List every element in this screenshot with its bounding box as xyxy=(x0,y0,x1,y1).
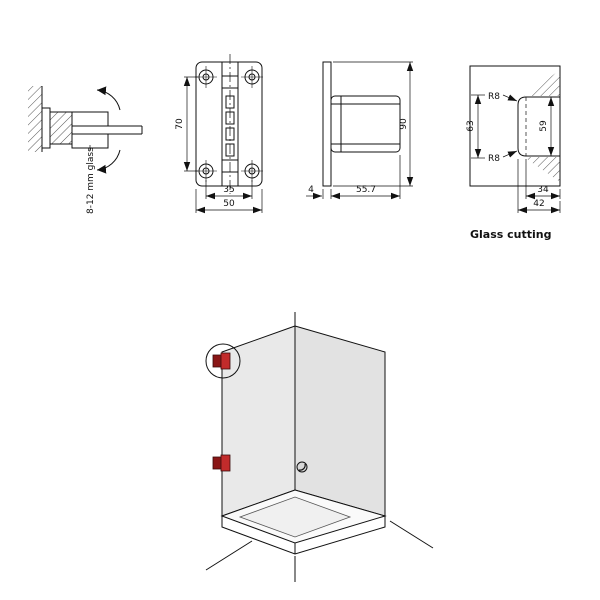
view-shower-isometric xyxy=(205,312,434,582)
screw-hole-top-right xyxy=(241,66,263,88)
dim-height-70: 70 xyxy=(175,76,198,172)
cut-hatch-bottom xyxy=(524,157,560,182)
radius-callout-bottom: R8 xyxy=(488,150,518,164)
swing-arrow-down-icon xyxy=(96,149,121,174)
shower-tray xyxy=(220,489,387,555)
view-hinge-profile: 90 4 55.7 xyxy=(306,61,414,200)
screw-hole-bottom-left xyxy=(195,160,217,182)
view-hinge-front: 70 35 50 xyxy=(175,54,263,214)
glass-pane-edge xyxy=(74,125,143,135)
dim-notch-width-34: 34 xyxy=(525,159,561,200)
view-glass-cutting: R8 R8 63 59 34 42 xyxy=(466,65,561,241)
svg-text:35: 35 xyxy=(223,185,234,195)
glass-cutting-caption: Glass cutting xyxy=(470,228,552,241)
hinge-wall-plate xyxy=(41,107,51,149)
hinge-callout-circle xyxy=(205,343,241,379)
svg-text:R8: R8 xyxy=(488,92,500,102)
view-wall-mount-side: 8-12 mm glass xyxy=(28,86,143,214)
door-knob xyxy=(296,461,308,473)
cut-hatch-top xyxy=(524,70,560,96)
swing-arrow-up-icon xyxy=(96,86,121,111)
hinge-clamp-top xyxy=(71,111,109,127)
floor-lines xyxy=(205,520,434,582)
hinge-body-section xyxy=(49,111,73,145)
svg-text:50: 50 xyxy=(223,199,235,209)
svg-text:42: 42 xyxy=(533,199,544,209)
dim-hole-spacing-35: 35 xyxy=(205,180,253,200)
glass-panel-right xyxy=(294,325,386,517)
svg-text:R8: R8 xyxy=(488,154,500,164)
svg-text:59: 59 xyxy=(539,120,549,132)
hinge-marker-top xyxy=(212,352,231,370)
screw-hole-bottom-right xyxy=(241,160,263,182)
radius-callout-top: R8 xyxy=(488,92,518,102)
wall-section-hatch xyxy=(28,86,42,152)
hinge-marker-bottom xyxy=(212,454,231,472)
glass-panel-left xyxy=(221,325,296,517)
dim-depth-55-7: 55.7 xyxy=(331,155,401,200)
profile-hinge-body xyxy=(330,95,401,153)
profile-wall-plate xyxy=(322,61,332,187)
svg-text:70: 70 xyxy=(175,118,185,130)
svg-text:34: 34 xyxy=(537,185,549,195)
cut-notch xyxy=(517,96,560,157)
dim-left-height-63: 63 xyxy=(466,94,485,159)
svg-text:63: 63 xyxy=(466,120,476,131)
dim-right-height-59: 59 xyxy=(539,96,558,157)
svg-text:55.7: 55.7 xyxy=(356,185,376,195)
dim-cut-width-42: 42 xyxy=(517,159,561,214)
dim-plate-4: 4 xyxy=(306,185,332,200)
svg-text:4: 4 xyxy=(308,185,314,195)
screw-hole-top-left xyxy=(195,66,217,88)
dim-width-50: 50 xyxy=(195,189,263,214)
svg-text:90: 90 xyxy=(399,118,409,130)
glass-thickness-label: 8-12 mm glass xyxy=(86,147,96,214)
